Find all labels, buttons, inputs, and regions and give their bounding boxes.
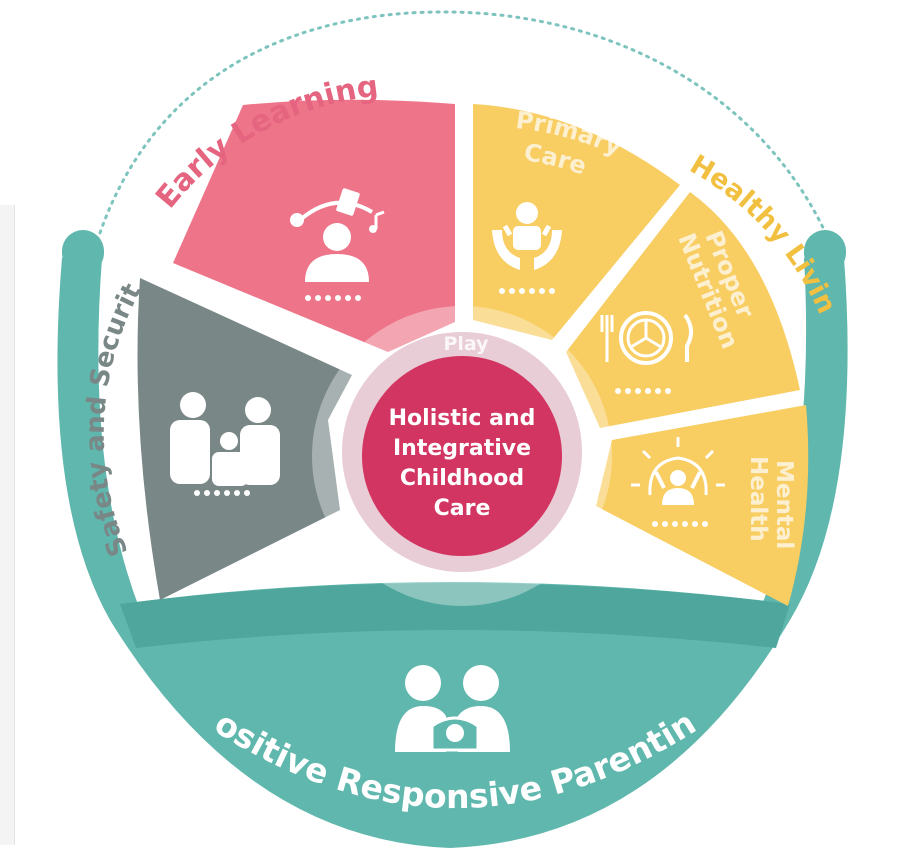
dotted-arc bbox=[93, 10, 830, 250]
band-cap-left bbox=[62, 230, 104, 274]
segment-proper-nutrition[interactable] bbox=[566, 192, 800, 428]
early-learning-icon bbox=[290, 188, 385, 301]
nutrition-plate-icon bbox=[600, 311, 693, 394]
center-circle bbox=[362, 356, 562, 556]
parenting-family-icon bbox=[395, 665, 510, 752]
mental-health-icon bbox=[631, 437, 725, 527]
band-cap-right bbox=[804, 230, 846, 274]
segment-early-learning[interactable] bbox=[173, 99, 455, 352]
primary-care-icon bbox=[492, 202, 562, 294]
safety-family-icon bbox=[170, 392, 280, 496]
center-line-1: Holistic and bbox=[389, 406, 536, 431]
mental-health-label-line1: Mental bbox=[771, 460, 797, 549]
center-line-2: Integrative bbox=[393, 436, 531, 461]
page-left-edge bbox=[0, 205, 15, 845]
parenting-shadow bbox=[120, 583, 790, 648]
parenting-inner bbox=[120, 582, 790, 818]
mental-health-label-line2: Health bbox=[745, 456, 771, 542]
play-label: Play bbox=[443, 333, 489, 355]
center-line-3: Childhood bbox=[400, 466, 524, 491]
segment-primary-care[interactable] bbox=[473, 104, 680, 340]
center-line-4: Care bbox=[434, 496, 491, 521]
